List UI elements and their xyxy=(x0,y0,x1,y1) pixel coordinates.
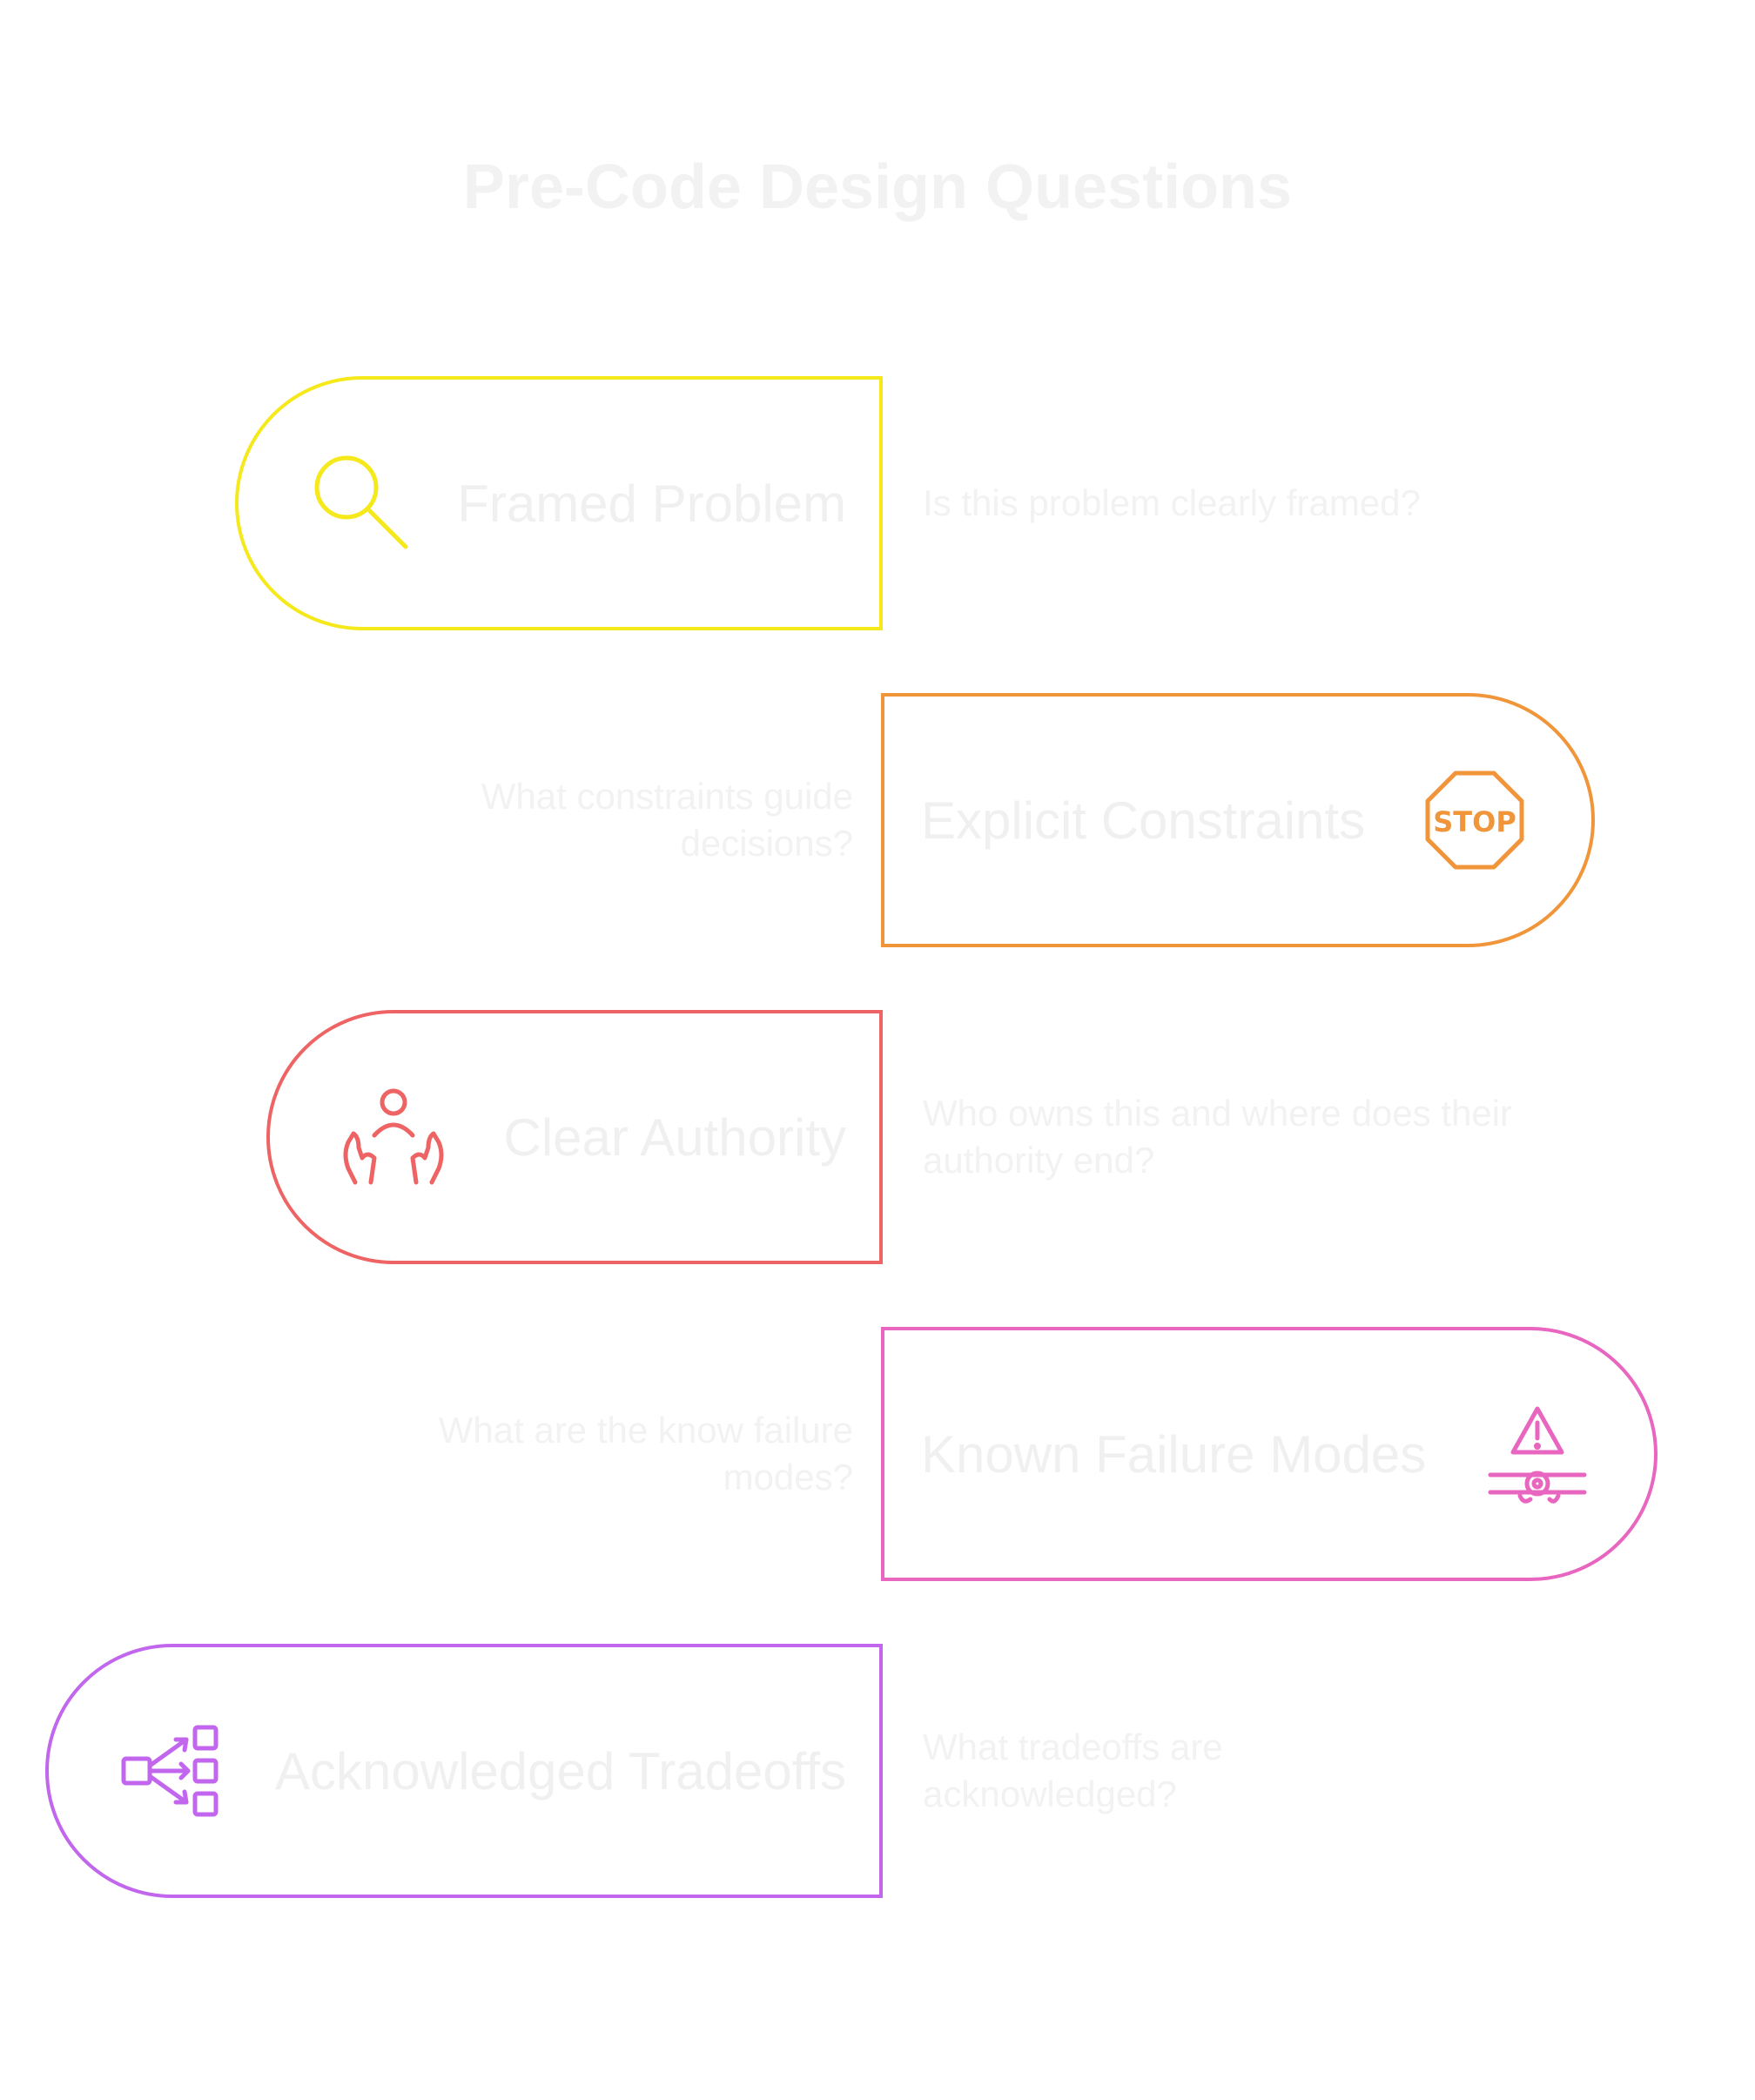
step-question: What are the know failure modes? xyxy=(438,1410,853,1498)
step-known-failure-modes: Known Failure Modes xyxy=(881,1327,1658,1581)
step-label: Explicit Constraints xyxy=(921,791,1366,850)
step-question: What tradeoffs are acknowledged? xyxy=(923,1726,1223,1814)
stop-sign-icon: STOP xyxy=(1422,768,1527,872)
step-acknowledged-tradeoffs: Acknowledged Tradeoffs xyxy=(45,1644,883,1898)
step-explicit-constraints: Explicit Constraints STOP xyxy=(881,693,1595,947)
step-clear-authority: Clear Authority xyxy=(266,1010,883,1264)
step-label: Acknowledged Tradeoffs xyxy=(275,1741,846,1800)
warning-pipe-icon xyxy=(1485,1402,1590,1506)
step-label: Known Failure Modes xyxy=(921,1424,1427,1484)
svg-text:STOP: STOP xyxy=(1433,805,1516,838)
step-question: Is this problem clearly framed? xyxy=(923,482,1421,523)
step-question: Who owns this and where does their autho… xyxy=(923,1093,1513,1181)
person-hands-icon xyxy=(341,1085,446,1189)
magnifier-icon xyxy=(310,451,414,555)
diagram-title: Pre-Code Design Questions xyxy=(462,152,1293,222)
step-label: Clear Authority xyxy=(503,1107,846,1167)
step-label: Framed Problem xyxy=(457,474,846,533)
branching-options-icon xyxy=(118,1719,223,1823)
step-question: What constraints guide decisions? xyxy=(481,776,853,864)
step-framed-problem: Framed Problem xyxy=(235,376,883,630)
